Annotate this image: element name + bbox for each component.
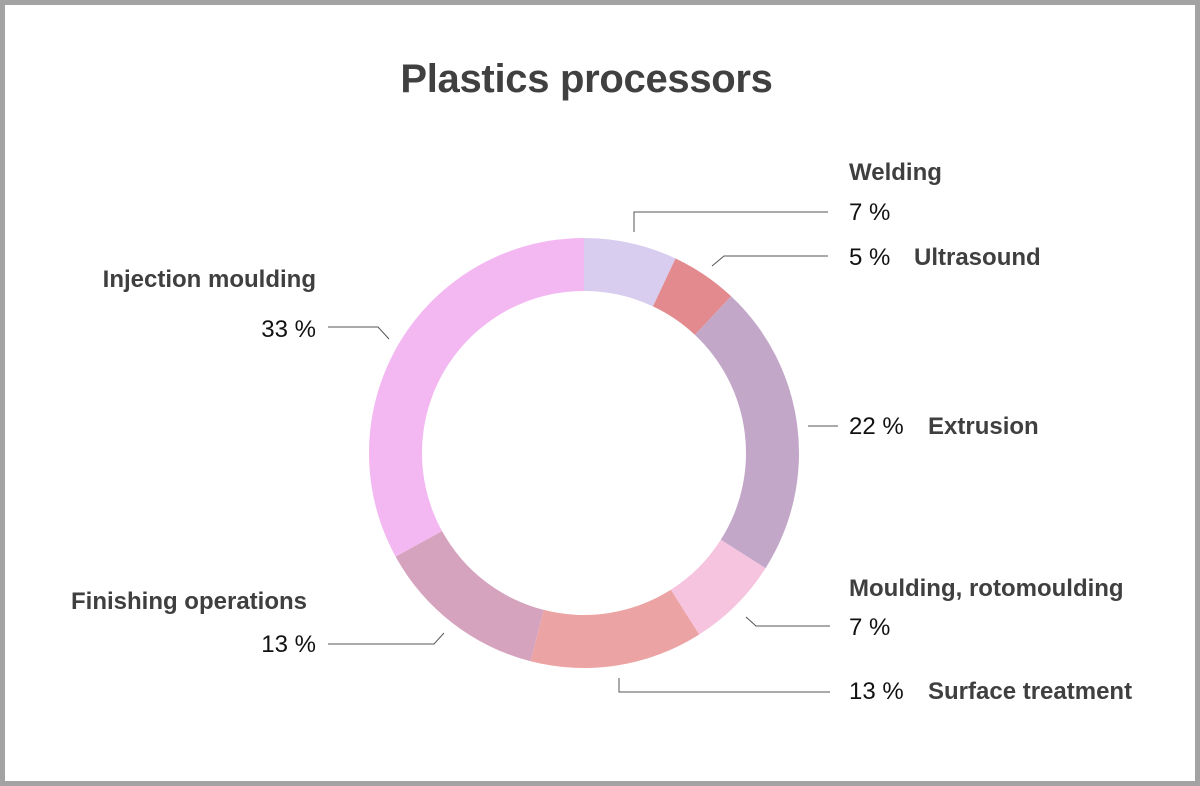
slice-label-finishing-operations: Finishing operations	[71, 588, 307, 615]
slice-label-moulding-rotomoulding: Moulding, rotomoulding	[849, 575, 1124, 602]
slice-label-injection-moulding: Injection moulding	[103, 266, 316, 293]
leader-line-welding	[633, 211, 828, 232]
slice-label-welding: Welding	[849, 159, 942, 186]
slice-moulding-rotomoulding	[670, 539, 766, 635]
leader-line-injection-moulding	[328, 326, 390, 340]
slice-welding	[584, 238, 676, 307]
slice-value-injection-moulding: 33 %	[261, 316, 316, 343]
chart-title: Plastics processors	[400, 57, 773, 101]
leader-line-surface-treatment	[618, 678, 830, 693]
slice-ultrasound	[652, 258, 732, 335]
donut-slices	[369, 238, 799, 668]
slice-label-ultrasound: Ultrasound	[914, 244, 1041, 271]
leader-lines	[328, 211, 838, 693]
leader-line-finishing-operations	[328, 632, 445, 645]
slice-extrusion	[694, 296, 799, 569]
slice-surface-treatment	[530, 589, 700, 668]
slice-label-surface-treatment: Surface treatment	[928, 678, 1132, 705]
slice-value-ultrasound: 5 %	[849, 244, 890, 271]
slice-value-moulding-rotomoulding: 7 %	[849, 614, 890, 641]
slice-value-finishing-operations: 13 %	[261, 631, 316, 658]
slice-value-extrusion: 22 %	[849, 413, 904, 440]
slice-value-welding: 7 %	[849, 199, 890, 226]
slice-labels: Welding 7 % Ultrasound 5 % Extrusion 22 % Moul…	[71, 159, 1132, 705]
slice-value-surface-treatment: 13 %	[849, 678, 904, 705]
leader-line-ultrasound	[711, 255, 828, 267]
slice-finishing-operations	[395, 531, 544, 662]
leader-line-moulding-rotomoulding	[745, 616, 830, 627]
slice-injection-moulding	[369, 238, 584, 557]
slice-label-extrusion: Extrusion	[928, 413, 1039, 440]
